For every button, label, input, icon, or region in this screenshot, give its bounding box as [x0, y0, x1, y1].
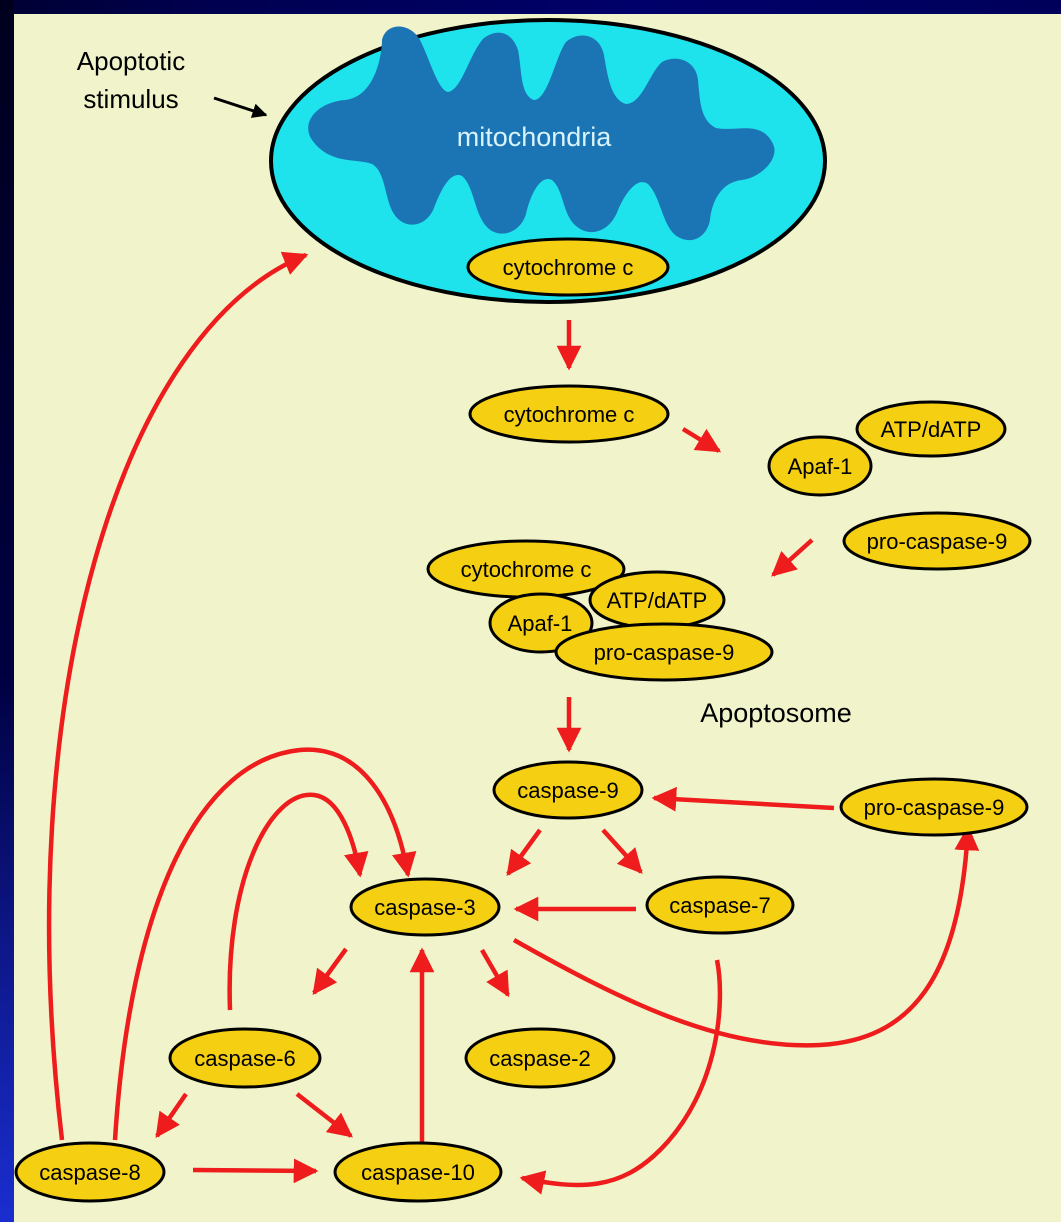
complex-pro-caspase-9-label: pro-caspase-9 [594, 640, 735, 665]
arrow-casp8-to-casp3 [112, 747, 417, 1141]
caspase-6-label: caspase-6 [194, 1046, 296, 1071]
arrows [46, 251, 980, 1195]
pro-caspase-9-right-label: pro-caspase-9 [864, 795, 1005, 820]
caspase-10-label: caspase-10 [361, 1160, 475, 1185]
cytochrome-c-released-node [468, 384, 670, 444]
pro-caspase-9-top-label: pro-caspase-9 [867, 529, 1008, 554]
atp-dATP-label: ATP/dATP [881, 417, 982, 442]
atp-dATP-node [855, 400, 1007, 458]
pro-caspase-9-top-node [842, 511, 1032, 571]
caspase-2-label: caspase-2 [489, 1046, 591, 1071]
cytochrome-c-released-label: cytochrome c [504, 402, 635, 427]
stimulus-label-line2: stimulus [83, 84, 178, 114]
mitochondria-cristae [308, 26, 775, 241]
cytochrome-c-mito-node [466, 237, 670, 297]
arrow-casp3-to-casp6 [312, 947, 348, 996]
apaf1-label: Apaf-1 [788, 454, 853, 479]
stimulus-arrow [213, 96, 268, 118]
arrow-casp8-to-casp10 [192, 1158, 319, 1184]
slide-border-strip [0, 0, 14, 1222]
caspase-8-node [14, 1141, 166, 1203]
complex-atp-dATP-label: ATP/dATP [607, 588, 708, 613]
caspase-2-node [464, 1027, 616, 1089]
caspase-3-label: caspase-3 [374, 895, 476, 920]
arrow-procasp9-to-casp9 [651, 786, 835, 812]
caspase-3-node [349, 877, 501, 937]
node-labels: cytochrome c cytochrome c ATP/dATP Apaf-… [39, 255, 1007, 1185]
arrow-casp9-to-casp7 [601, 828, 643, 874]
arrow-assembly [771, 538, 814, 577]
stimulus-label-line1: Apoptotic [77, 46, 185, 76]
cytochrome-c-mito-label: cytochrome c [503, 255, 634, 280]
complex-apaf1-node [488, 592, 594, 654]
apaf1-node [767, 435, 873, 497]
arrow-casp6-to-casp3 [227, 792, 369, 1011]
arrow-casp6-to-casp8 [155, 1092, 188, 1139]
mitochondria-label: mitochondria [457, 122, 613, 152]
arrow-casp3-to-casp2 [480, 948, 510, 998]
arrow-casp3-to-procasp9 [512, 825, 980, 1048]
caspase-9-node [492, 760, 644, 820]
complex-pro-caspase-9-node [554, 622, 774, 682]
apoptosome-label: Apoptosome [700, 698, 852, 728]
complex-apaf1-label: Apaf-1 [508, 611, 573, 636]
caspase-7-label: caspase-7 [669, 893, 771, 918]
nodes [14, 237, 1032, 1203]
pro-caspase-9-right-node [839, 777, 1029, 837]
caspase-10-node [333, 1141, 503, 1203]
caspase-7-node [645, 875, 795, 935]
arrow-casp6-to-casp10 [295, 1092, 353, 1138]
arrow-cyto-to-apaf [681, 427, 722, 453]
caspase-8-label: caspase-8 [39, 1160, 141, 1185]
mitochondria: mitochondria [269, 18, 827, 304]
arrow-casp7-to-casp10 [519, 959, 723, 1195]
caspase-6-node [168, 1027, 322, 1089]
arrow-casp8-to-mitochondria [46, 251, 309, 1141]
caspase-9-label: caspase-9 [517, 778, 619, 803]
arrow-casp9-to-casp3 [506, 828, 542, 877]
complex-cytochrome-c-label: cytochrome c [461, 557, 592, 582]
